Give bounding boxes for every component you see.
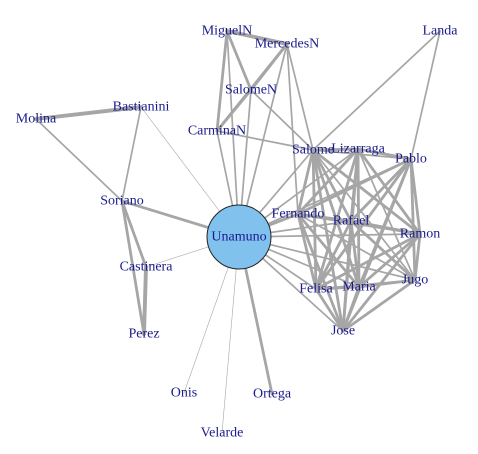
edge-rafael-ramon [349,219,422,236]
edge-salomen-carminan [215,88,253,133]
node-label-felisa: Felisa [299,282,333,297]
edge-lizarraga-pablo [356,147,413,161]
node-fernando: Fernando [272,207,325,222]
edge-fernando-felisa [296,212,318,291]
node-landa: Landa [423,24,459,39]
edge-landa-pablo [410,30,441,160]
hub-node-circle [206,204,272,270]
node-pablo: Pablo [395,152,427,167]
node-unamuno: Unamuno [206,204,272,270]
edge-migueln-carminan [215,29,229,133]
edge-salome-felisa [311,148,318,291]
edge-mercedesn-salome [286,43,314,151]
edge-pablo-fernando [296,157,413,216]
node-label-ortega: Ortega [253,387,292,402]
node-label-pablo: Pablo [395,152,427,167]
edge-ramon-maria [357,232,422,289]
edge-molina-soriano [35,118,123,202]
edge-salome-fernando [296,148,315,216]
node-salomen: SalomeN [225,83,277,98]
node-molina: Molina [16,112,57,127]
edge-pablo-rafael [349,157,413,223]
node-mercedesn: MercedesN [255,37,320,52]
edge-salome-lizarraga [311,147,360,152]
edge-lizarraga-fernando [296,147,360,216]
node-label-castinera: Castinera [120,260,174,275]
node-label-mercedesn: MercedesN [255,37,320,52]
node-label-salomen: SalomeN [225,83,277,98]
edge-carminan-salome [216,130,314,151]
node-felisa: Felisa [299,282,333,297]
edge-lizarraga-ramon [356,147,422,236]
node-label-maria: Maria [342,280,376,295]
node-jugo: Jugo [402,273,428,288]
node-velarde: Velarde [201,426,244,441]
edge-rafael-felisa [314,219,353,291]
edge-landa-salome [312,30,441,151]
node-migueln: MiguelN [202,24,253,39]
node-label-onis: Onis [171,386,197,401]
edge-lizarraga-jugo [357,148,416,281]
edge-fernando-jugo [297,213,416,281]
node-label-ramon: Ramon [400,227,440,242]
edge-salomen-salome [250,89,314,151]
node-label-perez: Perez [128,327,159,342]
edge-rafael-jose [341,219,353,333]
edge-rafael-maria [349,219,361,289]
edge-soriano-perez [120,199,146,336]
node-label-velarde: Velarde [201,426,244,441]
edge-ramon-jugo [413,232,422,282]
node-perez: Perez [128,327,159,342]
node-label-unamuno: Unamuno [211,230,266,245]
node-label-salome: Salome [292,143,334,158]
edge-maria-jose [341,285,361,333]
node-castinera: Castinera [120,260,174,275]
edge-rafael-jugo [349,219,417,282]
node-salome: Salome [292,143,334,158]
node-lizarraga: Lizarraga [331,142,385,157]
node-carminan: CarminaN [188,124,246,139]
node-jose: Jose [331,324,355,339]
node-ramon: Ramon [400,227,440,242]
edge-fernando-jose [296,212,345,333]
node-label-soriano: Soriano [100,194,144,209]
node-label-molina: Molina [16,112,57,127]
edge-lizarraga-maria [356,147,361,289]
edge-salome-jugo [312,149,416,281]
edge-pablo-jugo [409,157,417,282]
edge-migueln-salomen [225,29,253,92]
node-label-jugo: Jugo [402,273,428,288]
edge-molina-bastianini [34,105,143,121]
edge-jose-jugo [341,278,417,333]
node-onis: Onis [171,386,197,401]
edge-felisa-jose [314,287,345,333]
node-ortega: Ortega [253,387,292,402]
node-label-migueln: MiguelN [202,24,253,39]
edge-maria-jugo [357,278,417,289]
node-label-carminan: CarminaN [188,124,246,139]
node-maria: Maria [342,280,376,295]
node-label-jose: Jose [331,324,355,339]
edge-bastianini-soriano [121,106,142,202]
edge-salome-jose [311,148,345,333]
edge-salome-rafael [311,148,353,223]
node-rafael: Rafael [333,214,370,229]
edge-castinera-perez [142,265,148,336]
edge-fernando-maria [296,212,361,289]
node-label-fernando: Fernando [272,207,325,222]
edge-soriano-castinera [120,199,148,269]
edge-salome-ramon [311,148,422,236]
edge-unamuno-velarde [221,236,240,434]
node-bastianini: Bastianini [113,100,170,115]
node-label-rafael: Rafael [333,214,370,229]
node-label-landa: Landa [423,24,459,39]
node-soriano: Soriano [100,194,144,209]
node-label-lizarraga: Lizarraga [331,142,385,157]
node-label-bastianini: Bastianini [113,100,170,115]
edge-ramon-felisa [314,232,422,291]
edge-migueln-mercedesn [225,29,289,46]
